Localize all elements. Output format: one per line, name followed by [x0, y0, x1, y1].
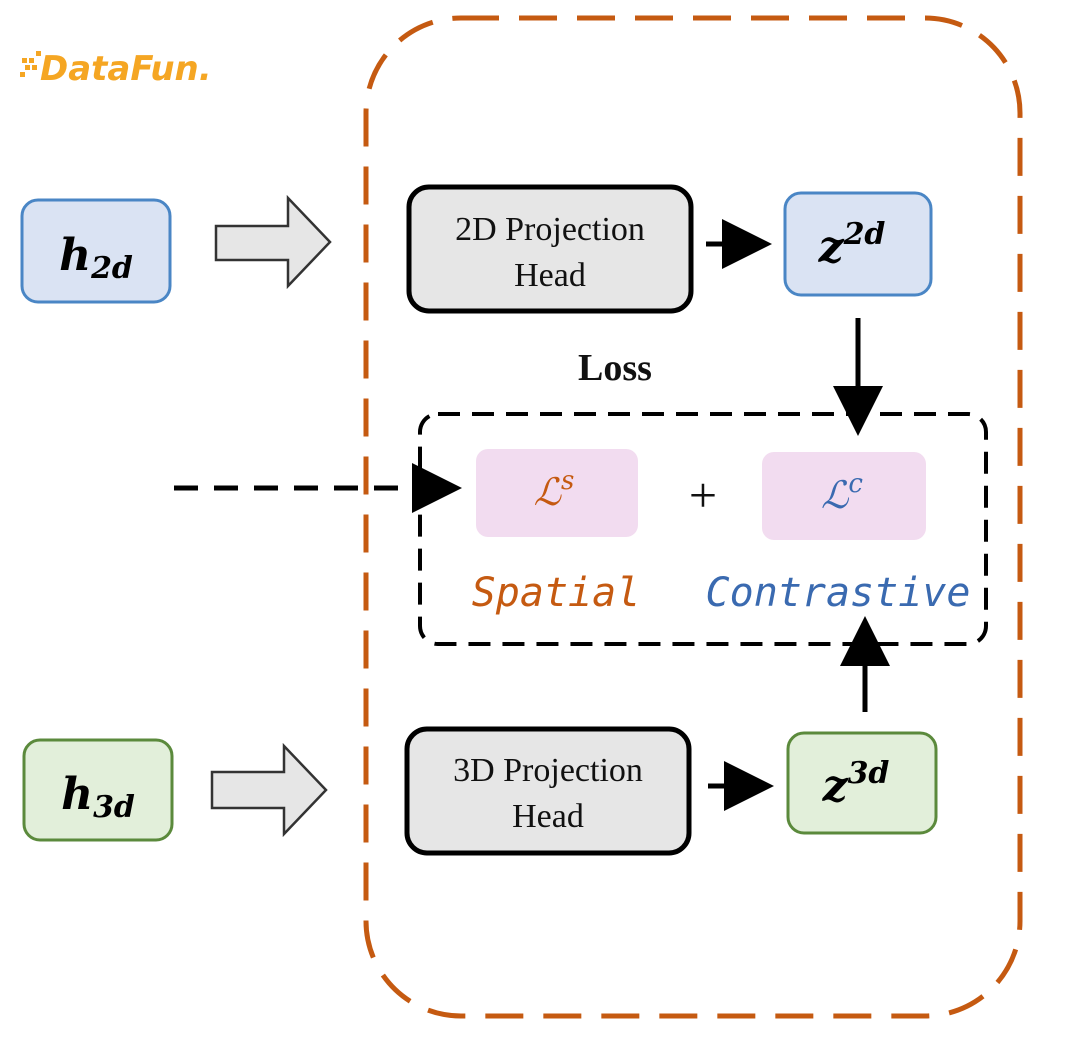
z2d-output-box: z2d [783, 191, 933, 297]
z3d-output-box: z3d [786, 731, 938, 835]
projection-head-2d: 2D Projection Head [406, 184, 694, 314]
spatial-label: Spatial [472, 570, 641, 616]
model-container [363, 15, 1023, 1019]
h2d-label: h2d [59, 230, 133, 286]
h2d-input-box: h2d [20, 198, 172, 304]
loss-box [418, 412, 988, 646]
h3d-label: h3d [61, 769, 135, 825]
block-arrow-3d [210, 742, 328, 838]
plus-sign: + [689, 467, 717, 523]
contrastive-loss-term: ℒc [762, 452, 926, 540]
spatial-loss-term: ℒs [476, 449, 638, 537]
projection-head-3d: 3D Projection Head [404, 726, 692, 856]
contrastive-label: Contrastive [706, 570, 971, 616]
head3d-line1: 3D Projection [453, 752, 643, 789]
z2d-label: z2d [818, 217, 886, 273]
head3d-line2: Head [512, 798, 584, 835]
h3d-input-box: h3d [22, 738, 174, 842]
head2d-line2: Head [514, 257, 586, 294]
head2d-line1: 2D Projection [455, 211, 645, 248]
contrastive-loss-symbol: ℒc [821, 469, 863, 517]
z3d-label: z3d [822, 756, 890, 812]
logo-text: DataFun. [40, 49, 212, 89]
loss-title: Loss [578, 347, 652, 389]
datafun-logo: DataFun. [20, 49, 212, 89]
logo-dots-icon [20, 51, 41, 77]
spatial-loss-symbol: ℒs [534, 466, 575, 514]
block-arrow-2d [214, 194, 332, 290]
